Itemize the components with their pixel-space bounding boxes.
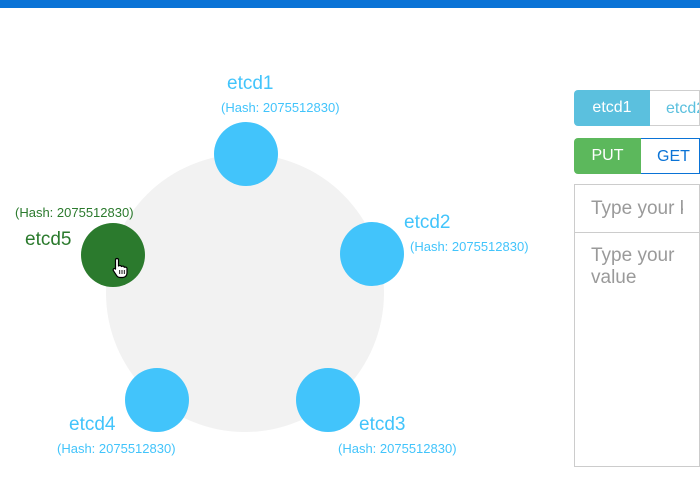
- key-input-container: [574, 184, 700, 233]
- value-textarea[interactable]: [575, 233, 699, 466]
- node-label-etcd3: etcd3: [359, 414, 406, 435]
- put-button[interactable]: PUT: [574, 138, 641, 174]
- node-etcd4[interactable]: [125, 368, 189, 432]
- hand-pointer-icon: [112, 257, 128, 279]
- node-etcd2[interactable]: [340, 222, 404, 286]
- top-bar: [0, 0, 700, 8]
- value-input-container: [574, 232, 700, 467]
- node-label-etcd2: etcd2: [404, 212, 451, 233]
- tab-etcd2[interactable]: etcd2: [650, 90, 700, 126]
- node-label-etcd5: etcd5: [25, 229, 72, 250]
- node-hash-etcd3: (Hash: 2075512830): [338, 441, 457, 456]
- node-etcd1[interactable]: [214, 122, 278, 186]
- node-hash-etcd1: (Hash: 2075512830): [221, 100, 340, 115]
- tab-etcd1[interactable]: etcd1: [574, 90, 650, 126]
- node-etcd5[interactable]: [81, 223, 145, 287]
- node-hash-etcd2: (Hash: 2075512830): [410, 239, 529, 254]
- node-hash-etcd5: (Hash: 2075512830): [15, 205, 134, 220]
- get-button[interactable]: GET: [641, 138, 700, 174]
- node-etcd3[interactable]: [296, 368, 360, 432]
- node-label-etcd1: etcd1: [227, 73, 274, 94]
- key-input[interactable]: [575, 185, 699, 232]
- node-label-etcd4: etcd4: [69, 414, 116, 435]
- node-hash-etcd4: (Hash: 2075512830): [57, 441, 176, 456]
